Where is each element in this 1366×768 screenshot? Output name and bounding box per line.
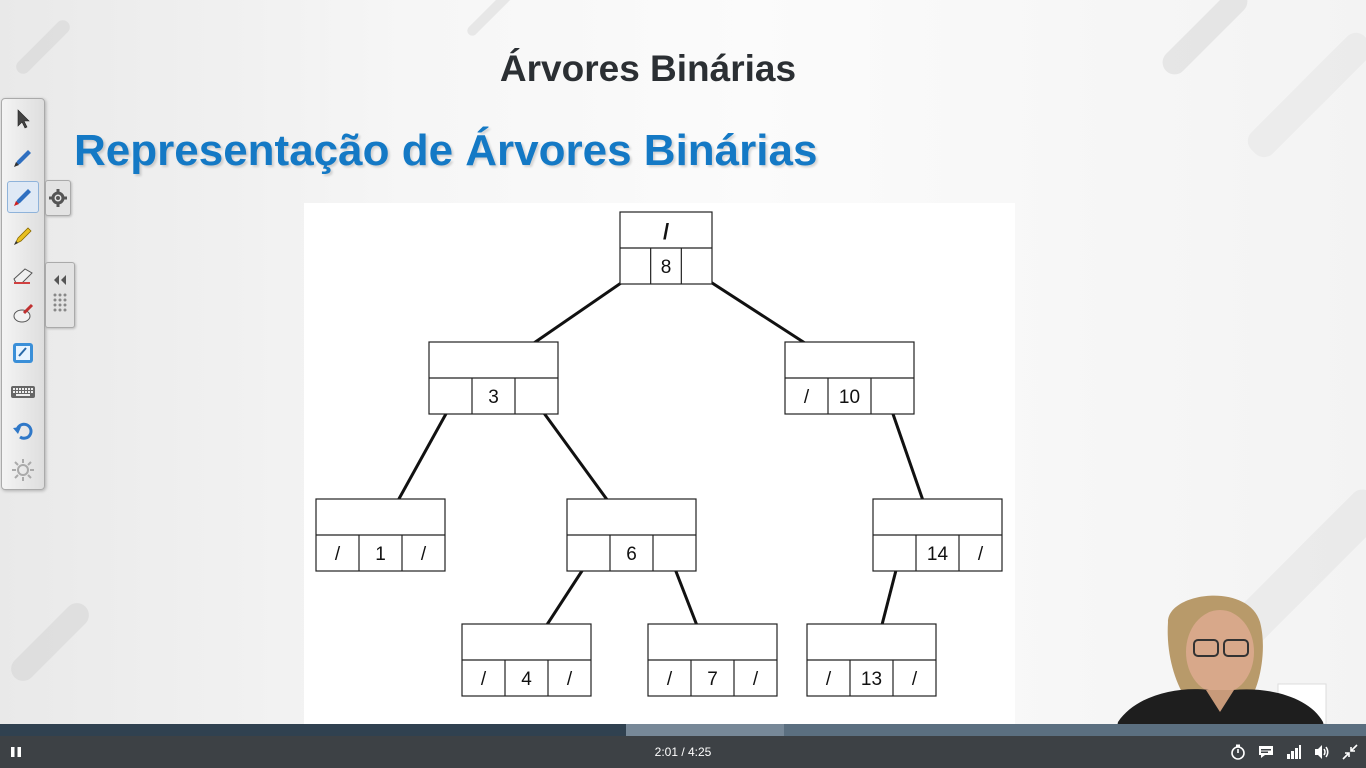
tree-node-10: / 10 <box>784 341 915 415</box>
slide: Árvores Binárias Representação de Árvore… <box>0 0 1366 724</box>
slide-title: Árvores Binárias <box>499 48 797 89</box>
quality-button[interactable] <box>1284 742 1304 762</box>
slide-decoration <box>465 0 515 38</box>
tree-node-6: 6 <box>566 498 697 572</box>
node-value: 6 <box>626 544 637 565</box>
marker-icon[interactable] <box>7 220 39 252</box>
whiteboard-icon[interactable] <box>7 337 39 369</box>
undo-icon[interactable] <box>7 415 39 447</box>
node-right-pointer: / <box>978 544 984 565</box>
tree-node-4: / 4 / <box>461 623 592 697</box>
node-value: 7 <box>707 669 718 690</box>
node-left-pointer: / <box>335 544 341 565</box>
tree-node-14: 14 / <box>872 498 1003 572</box>
annotation-toolbar <box>1 98 45 490</box>
highlighter-pen-icon[interactable] <box>7 181 39 213</box>
captions-icon <box>1259 746 1273 758</box>
gear-icon <box>49 189 67 207</box>
pen-icon[interactable] <box>7 142 39 174</box>
settings-sun-icon[interactable] <box>7 454 39 486</box>
volume-button[interactable] <box>1312 742 1332 762</box>
progress-played <box>0 724 626 736</box>
toolbar-collapse-tab[interactable] <box>45 262 75 328</box>
select-arrow-icon[interactable] <box>7 103 39 135</box>
time-display: 2:01 / 4:25 <box>654 745 712 759</box>
slide-subtitle: Representação de Árvores Binárias <box>74 126 818 175</box>
tree-node-7: / 7 / <box>647 623 778 697</box>
progress-bar[interactable] <box>0 724 1366 736</box>
exit-fullscreen-button[interactable] <box>1340 742 1360 762</box>
node-left-pointer: / <box>667 669 673 690</box>
pause-icon <box>11 747 21 757</box>
node-left-pointer: / <box>826 669 832 690</box>
node-value: 8 <box>661 257 672 278</box>
node-value: 13 <box>861 669 882 690</box>
tree-node-8: 8/ <box>619 211 713 285</box>
tree-node-3: 3 <box>428 341 559 415</box>
node-right-pointer: / <box>753 669 759 690</box>
collapse-grip-icon <box>53 275 67 312</box>
node-value: 3 <box>488 387 499 408</box>
player-controls: 2:01 / 4:25 <box>0 736 1366 768</box>
node-left-pointer: / <box>804 387 810 408</box>
node-right-pointer: / <box>421 544 427 565</box>
node-value: 1 <box>375 544 386 565</box>
node-right-pointer: / <box>567 669 573 690</box>
tree-node-13: / 13 / <box>806 623 937 697</box>
captions-button[interactable] <box>1256 742 1276 762</box>
slide-decoration <box>6 598 94 686</box>
speed-button[interactable] <box>1228 742 1248 762</box>
node-right-pointer: / <box>912 669 918 690</box>
pause-button[interactable] <box>6 742 26 762</box>
toolbar-settings-tab[interactable] <box>45 180 71 216</box>
node-parent-pointer: / <box>663 219 669 244</box>
node-value: 14 <box>927 544 949 565</box>
exit-fullscreen-icon <box>1342 744 1358 760</box>
volume-icon <box>1315 745 1329 759</box>
keyboard-icon[interactable] <box>7 376 39 408</box>
signal-bars-icon <box>1287 745 1301 759</box>
timer-icon <box>1231 744 1245 760</box>
tree-node-1: / 1 / <box>315 498 446 572</box>
node-left-pointer: / <box>481 669 487 690</box>
node-value: 4 <box>521 669 532 690</box>
node-value: 10 <box>839 387 860 408</box>
eraser-icon[interactable] <box>7 259 39 291</box>
shape-eraser-icon[interactable] <box>7 298 39 330</box>
